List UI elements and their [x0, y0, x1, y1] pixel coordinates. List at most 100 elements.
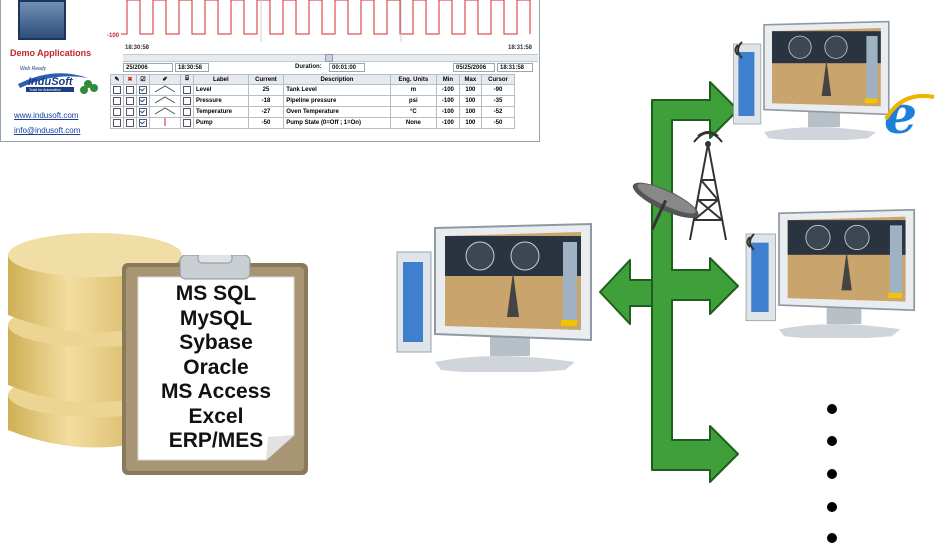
pen-visible-checkbox[interactable]	[139, 119, 147, 127]
visible-icon[interactable]: ☑	[136, 74, 150, 85]
cell-max: 100	[458, 84, 483, 96]
computer-monitor-icon	[745, 208, 916, 338]
pen-settings-box[interactable]	[183, 119, 191, 127]
col-cursor: Cursor	[481, 74, 515, 85]
pen-style-line-icon[interactable]	[154, 96, 176, 104]
database-item: MS SQL	[175, 282, 257, 305]
cell-max: 100	[458, 106, 483, 118]
duration-label: Duration:	[295, 64, 322, 70]
cell-max: 100	[458, 95, 483, 107]
network-bus-arrows	[599, 81, 739, 483]
wifi-signal-icon	[746, 233, 755, 251]
edit-icon[interactable]: ✎	[110, 74, 124, 85]
trend-plot	[121, 0, 539, 42]
cell-units: m	[389, 84, 438, 96]
trend-controls: 25/2006 18:30:58 Duration: 00:01:00 05/2…	[123, 63, 538, 73]
wifi-signal-icon	[734, 41, 743, 59]
cell-units: psi	[389, 95, 438, 107]
cell-min: -100	[436, 95, 460, 107]
pen-visible-checkbox[interactable]	[139, 86, 147, 94]
cell-label: Level	[193, 84, 249, 96]
cell-current: -50	[247, 117, 285, 129]
pen-select-box[interactable]	[126, 108, 134, 116]
end-date-field[interactable]: 05/25/2006	[453, 63, 495, 72]
pen-visible-checkbox[interactable]	[139, 97, 147, 105]
clipboard-icon	[122, 255, 308, 475]
pen-icon-cell	[123, 84, 137, 96]
pen-icon-cell	[149, 117, 181, 129]
col-description: Description	[283, 74, 391, 85]
pen-select-box[interactable]	[126, 97, 134, 105]
pen-icon-cell	[180, 95, 194, 107]
brand-tagline: Tools for Automation	[29, 88, 61, 92]
database-item: MS Access	[160, 380, 272, 403]
pen-edit-box[interactable]	[113, 86, 121, 94]
pen-icon-cell	[136, 117, 150, 129]
wireless-tower-icon	[689, 131, 727, 241]
pen-icon-cell	[136, 84, 150, 96]
internet-explorer-icon[interactable]: e	[882, 85, 937, 140]
trend-end-time: 18:31:58	[508, 45, 533, 51]
duration-field[interactable]: 00:01:00	[329, 63, 365, 72]
pen-settings-box[interactable]	[183, 108, 191, 116]
cell-description: Oven Temperature	[283, 106, 391, 118]
database-item: MySQL	[179, 306, 253, 330]
computer-monitor-icon	[396, 222, 592, 372]
cell-description: Pump State (0=Off ; 1=On)	[283, 117, 391, 129]
cell-min: -100	[436, 117, 460, 129]
database-item: Sybase	[179, 331, 253, 354]
continuation-dot	[827, 436, 837, 446]
pen-icon-cell	[110, 117, 124, 129]
scrollbar-thumb[interactable]	[325, 54, 333, 62]
indusoft-logo: InduSoft Tools for Automation	[18, 73, 98, 94]
pen-style-line-icon[interactable]	[154, 107, 176, 115]
website-link[interactable]: www.indusoft.com	[14, 111, 79, 120]
start-time-field[interactable]: 18:30:58	[175, 63, 209, 72]
col-max: Max	[458, 74, 483, 85]
pen-icon-cell	[110, 84, 124, 96]
pen-edit-box[interactable]	[113, 97, 121, 105]
cell-cursor: -50	[481, 117, 515, 129]
pen-edit-box[interactable]	[113, 119, 121, 127]
col-units: Eng. Units	[389, 74, 438, 85]
email-link[interactable]: info@indusoft.com	[14, 126, 81, 135]
pen-icon-cell	[149, 95, 181, 107]
start-date-field[interactable]: 25/2006	[123, 63, 173, 72]
end-time-field[interactable]: 18:31:58	[497, 63, 533, 72]
delete-icon[interactable]: ✖	[123, 74, 137, 85]
cell-min: -100	[436, 84, 460, 96]
continuation-dot	[827, 533, 837, 543]
cell-current: -18	[247, 95, 285, 107]
column-settings-icon[interactable]: ⌸	[180, 74, 194, 85]
trend-start-time: 18:30:58	[125, 45, 150, 51]
database-item: Oracle	[183, 355, 249, 379]
pump-trend-line	[121, 0, 531, 42]
cell-cursor: -90	[481, 84, 515, 96]
continuation-dot	[827, 404, 837, 414]
pen-select-box[interactable]	[126, 119, 134, 127]
cell-max: 100	[458, 117, 483, 129]
pen-table-header: ✎ ✖ ☑ ✐ ⌸ Label Current Description Eng.…	[110, 74, 515, 85]
pen-style-line-icon[interactable]	[154, 85, 176, 93]
brand-text: InduSoft	[28, 76, 74, 88]
demo-applications-label[interactable]: Demo Applications	[10, 48, 92, 58]
pen-select-box[interactable]	[126, 86, 134, 94]
pen-table: ✎ ✖ ☑ ✐ ⌸ Label Current Description Eng.…	[110, 74, 515, 129]
pen-icon-cell	[136, 95, 150, 107]
pen-icon-cell	[123, 117, 137, 129]
continuation-dot	[827, 469, 837, 479]
demo-thumbnail-icon[interactable]	[18, 0, 66, 40]
pen-settings-box[interactable]	[183, 86, 191, 94]
pen-icon-cell	[123, 106, 137, 118]
pen-style-line-icon[interactable]	[154, 118, 176, 126]
cell-label: Temperature	[193, 106, 249, 118]
pen-edit-box[interactable]	[113, 108, 121, 116]
pen-style-icon[interactable]: ✐	[149, 74, 181, 85]
pen-visible-checkbox[interactable]	[139, 108, 147, 116]
pen-settings-box[interactable]	[183, 97, 191, 105]
database-item: Excel	[188, 404, 244, 428]
